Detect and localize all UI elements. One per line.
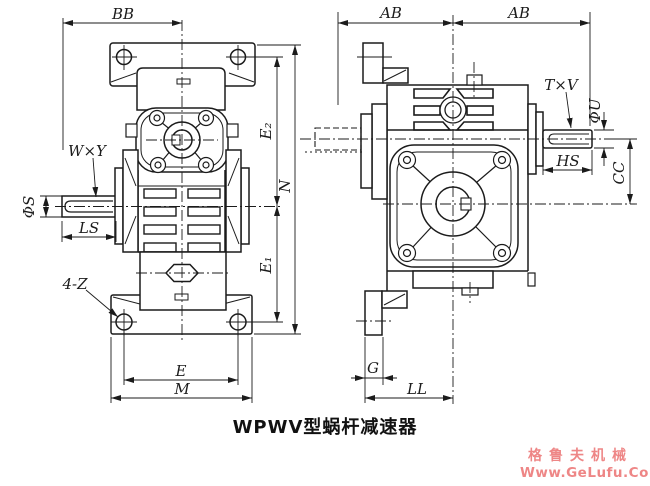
label-m: M <box>173 380 190 398</box>
base-holes <box>111 309 283 336</box>
side-view <box>300 15 637 404</box>
txv-leader <box>565 91 573 129</box>
side-top-flange <box>357 42 409 84</box>
label-wxy: W×Y <box>68 142 108 160</box>
label-ab2: AB <box>506 4 530 22</box>
label-cc: CC <box>610 161 628 184</box>
watermark-brand: 格鲁夫机械 <box>528 447 633 464</box>
neck-plate <box>136 67 226 111</box>
worm-bearing-caps <box>114 149 250 253</box>
label-e2: E₂ <box>257 123 275 141</box>
label-e1: E₁ <box>257 257 275 275</box>
side-foot <box>364 290 408 336</box>
watermark-url: Www.GeLufu.Com <box>520 465 650 481</box>
label-ll: LL <box>406 380 427 398</box>
label-n: N <box>276 179 294 194</box>
wxy-leader <box>92 157 99 198</box>
label-bb: BB <box>111 5 134 23</box>
label-hs: HS <box>555 152 579 170</box>
label-ab1: AB <box>378 4 402 22</box>
front-view-dimensions <box>40 18 301 403</box>
label-ls: LS <box>78 219 99 237</box>
label-fourz: 4-Z <box>61 275 88 293</box>
top-flange-holes <box>112 45 283 70</box>
left-shaft-boss <box>360 103 388 200</box>
drawing-caption: WPWV型蜗杆减速器 <box>233 416 418 438</box>
side-view-dimensions <box>337 12 637 403</box>
side-centerlines <box>300 15 637 404</box>
front-cooling-fins <box>143 188 221 253</box>
housing-bolts <box>148 109 215 174</box>
dimension-labels: BB AB AB E₂ N E₁ W×Y ΦS LS 4-Z E M T×V Φ… <box>20 4 628 398</box>
label-e: E <box>175 362 187 380</box>
watermark: 格鲁夫机械 Www.GeLufu.Com <box>520 447 650 481</box>
worm-face-bolts <box>397 150 512 263</box>
label-txv: T×V <box>544 76 580 94</box>
front-centerlines <box>55 20 283 342</box>
label-phiu: ΦU <box>586 97 604 123</box>
label-phis: ΦS <box>20 196 38 219</box>
fourz-leader <box>85 289 119 318</box>
front-view <box>55 20 283 342</box>
label-g: G <box>367 359 379 377</box>
